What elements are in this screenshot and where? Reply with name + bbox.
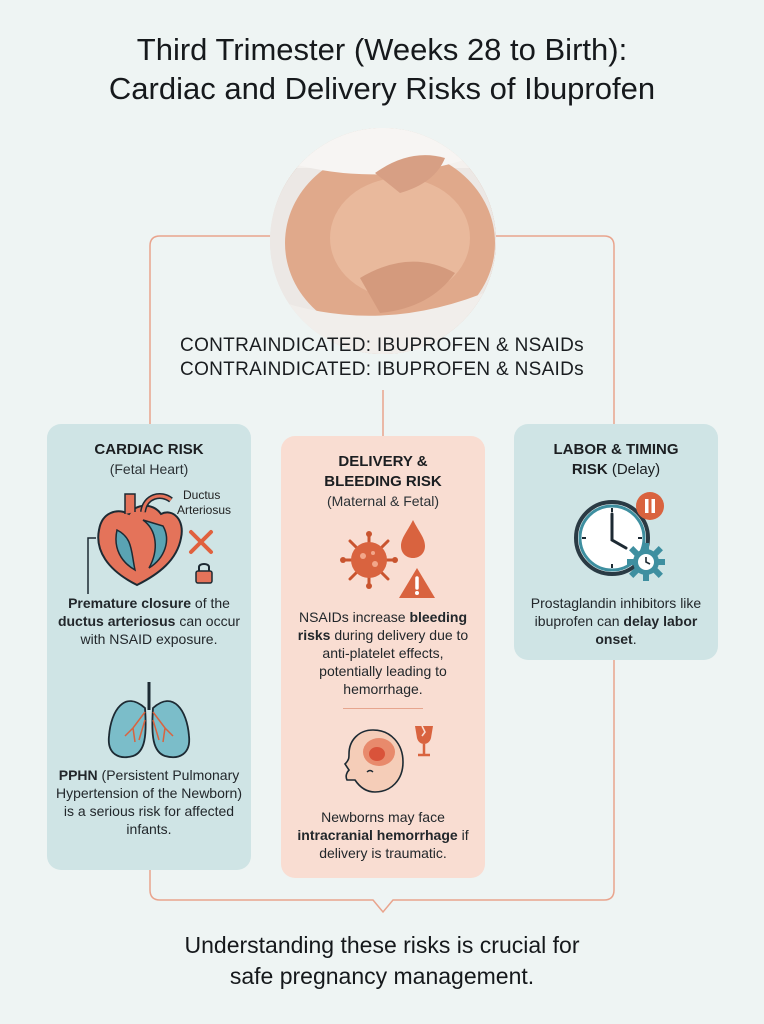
virus-icon xyxy=(340,531,398,589)
pause-icon xyxy=(636,492,664,520)
footer-line-2: safe pregnancy management. xyxy=(229,963,535,989)
delivery-divider xyxy=(343,708,423,709)
baby-head-icon xyxy=(343,729,404,793)
title-line-1: Third Trimester (Weeks 28 to Birth): xyxy=(136,32,628,67)
lungs-icon xyxy=(107,682,191,758)
delivery-heading-1: DELIVERY & xyxy=(338,453,428,470)
pregnant-belly-photo xyxy=(270,128,496,354)
ductus-label-1: Ductus xyxy=(183,488,221,502)
labor-heading-1: LABOR & TIMING xyxy=(553,441,679,458)
delivery-text-1: NSAIDs increase bleeding risks during de… xyxy=(297,609,469,697)
contraindicated-line-2: CONTRAINDICATED: IBUPROFEN & NSAIDs xyxy=(180,359,584,380)
close-x-icon xyxy=(189,530,213,554)
labor-risk-card: LABOR & TIMING RISK (Delay) Prostaglandi… xyxy=(514,424,718,660)
cardiac-risk-card: CARDIAC RISK (Fetal Heart) Ductus Arteri… xyxy=(47,424,251,870)
delivery-subheading: (Maternal & Fetal) xyxy=(326,493,440,509)
labor-heading-2: RISK (Delay) xyxy=(571,461,661,478)
footer-message: Understanding these risks is crucial for… xyxy=(0,930,764,992)
title-line-2: Cardiac and Delivery Risks of Ibuprofen xyxy=(108,71,656,106)
heart-icon xyxy=(97,493,183,587)
lock-icon xyxy=(195,563,213,584)
ductus-label-2: Arteriosus xyxy=(177,503,232,517)
labor-text: Prostaglandin inhibitors like ibuprofen … xyxy=(530,595,702,647)
delivery-text-2: Newborns may face intracranial hemorrhag… xyxy=(297,809,469,861)
cardiac-text-1: Premature closure of the ductus arterios… xyxy=(57,595,241,647)
page-title: Third Trimester (Weeks 28 to Birth): Car… xyxy=(0,30,764,108)
gear-icon xyxy=(627,543,665,581)
delivery-heading-2: BLEEDING RISK xyxy=(324,473,442,490)
pointer-line xyxy=(87,537,96,594)
cardiac-text-2: PPHN (Persistent Pulmonary Hypertension … xyxy=(56,767,242,837)
warning-icon xyxy=(399,568,435,598)
cardiac-heading: CARDIAC RISK xyxy=(94,441,204,458)
contraindicated-line-1: CONTRAINDICATED: IBUPROFEN & NSAIDs xyxy=(180,335,584,356)
delivery-risk-card: DELIVERY & BLEEDING RISK (Maternal & Fet… xyxy=(281,436,485,878)
blood-drop-icon xyxy=(401,520,425,558)
clock-icon xyxy=(574,500,650,576)
cardiac-subheading: (Fetal Heart) xyxy=(109,461,189,477)
footer-line-1: Understanding these risks is crucial for xyxy=(184,932,580,958)
broken-glass-icon xyxy=(415,725,433,757)
